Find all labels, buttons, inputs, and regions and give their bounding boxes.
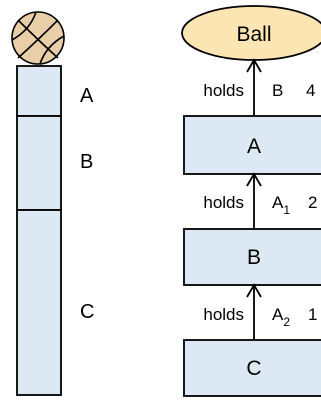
node-b-label: B (247, 246, 261, 269)
node-a-box (183, 115, 321, 175)
edge-2-object-main: A (272, 193, 284, 212)
stack-label-a: A (80, 85, 94, 107)
edge-2-object-subscript: 1 (283, 203, 290, 217)
stack-segment-c (16, 209, 62, 396)
edge-3-object-subscript: 2 (283, 315, 290, 329)
edge-3-object: A2 (272, 305, 290, 329)
stack-label-b: B (80, 151, 93, 173)
edge-1-object: B (272, 81, 283, 100)
stack-segment-a (16, 65, 62, 117)
stack-segment-b (16, 115, 62, 211)
edge-arrow-c-to-b (246, 283, 262, 340)
edge-3-object-main: A (272, 305, 284, 324)
node-c-box (183, 339, 321, 397)
edge-arrow-a-to-ball (246, 58, 262, 116)
node-a-label: A (247, 135, 261, 158)
basketball-icon (11, 11, 65, 65)
node-c-label: C (246, 357, 261, 380)
edge-2-object: A1 (272, 193, 290, 217)
edge-1-count: 4 (306, 81, 315, 100)
edge-2-count: 2 (308, 193, 317, 212)
edge-arrow-b-to-a (246, 172, 262, 229)
edge-2-relation: holds (203, 193, 244, 212)
edge-3-count: 1 (308, 305, 317, 324)
edge-3-relation: holds (203, 305, 244, 324)
edge-1-relation: holds (203, 81, 244, 100)
top-node-label: Ball (236, 23, 271, 46)
stack-label-c: C (80, 301, 94, 323)
